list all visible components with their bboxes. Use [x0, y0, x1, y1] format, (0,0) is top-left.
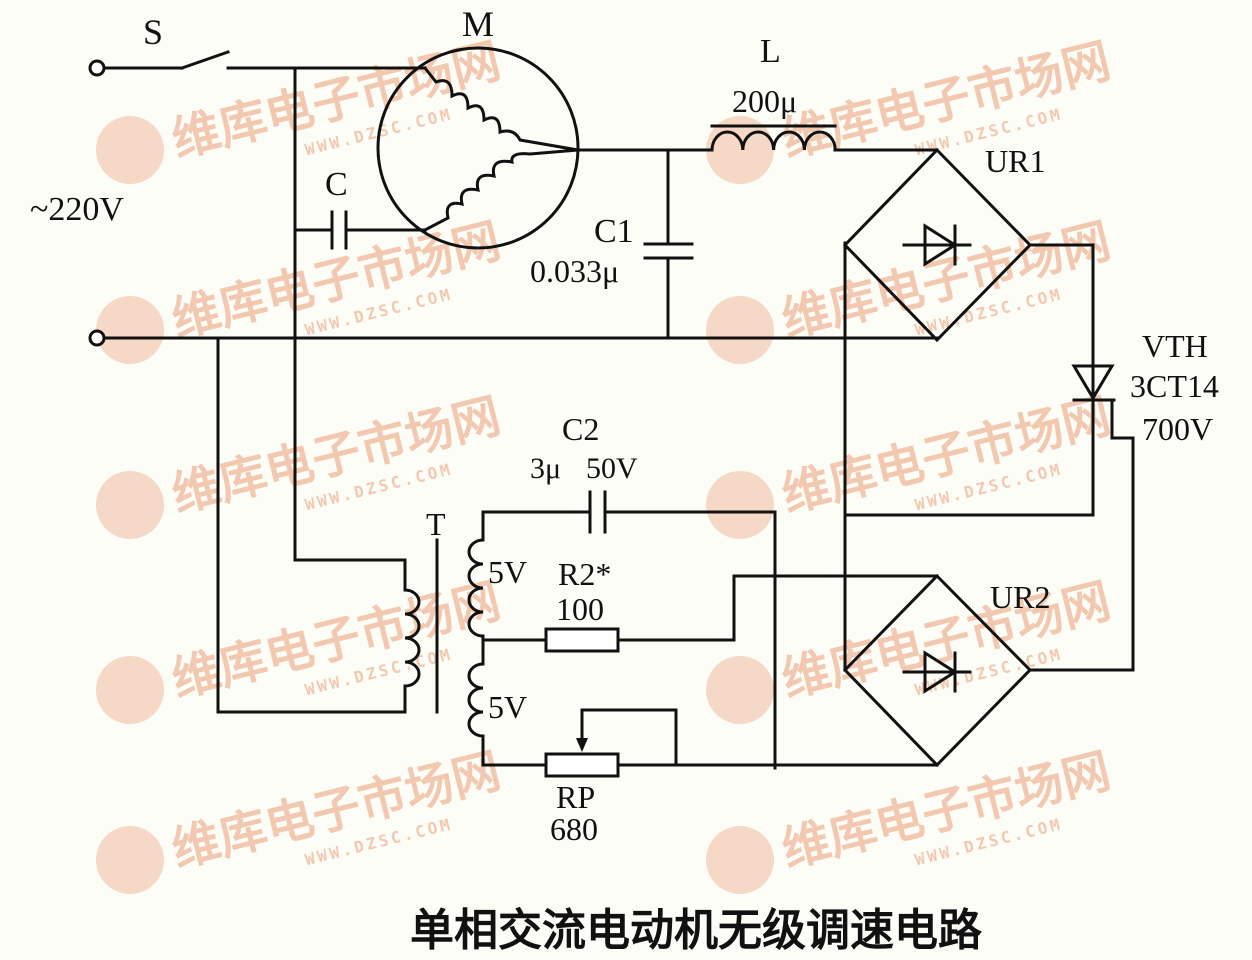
- switch-s-blade: [180, 50, 230, 70]
- watermark-logo-icon: [706, 296, 774, 364]
- watermark-logo-icon: [96, 826, 164, 894]
- label-rp-value: 680: [550, 811, 598, 847]
- label-bridge-ur2: UR2: [990, 579, 1050, 615]
- watermark-logo-icon: [96, 471, 164, 539]
- label-r2-value: 100: [556, 591, 604, 627]
- resistor-r2-icon: [544, 627, 620, 653]
- watermark-logo-icon: [96, 116, 164, 184]
- diode-triangle-icon: [923, 650, 958, 694]
- watermark-logo-icon: [706, 656, 774, 724]
- label-c2-voltage: 50V: [586, 452, 638, 485]
- watermark: 维库电子市场网 WWW.DZSC.COM: [96, 743, 506, 894]
- label-capacitor-c1: C1: [594, 213, 634, 250]
- label-source-voltage: ~220V: [30, 191, 124, 228]
- wire-rp-wiper-link: [580, 708, 678, 767]
- label-transformer: T: [426, 506, 446, 542]
- watermark-logo-icon: [706, 471, 774, 539]
- label-winding-lower: 5V: [488, 689, 527, 725]
- transformer-primary-coil-icon: [403, 558, 421, 714]
- watermark-logo-icon: [96, 656, 164, 724]
- label-motor: M: [462, 4, 494, 44]
- watermark-logo-icon: [706, 826, 774, 894]
- transformer-t: [403, 510, 485, 767]
- label-capacitor-c2: C2: [562, 411, 599, 447]
- label-c1-value: 0.033μ: [530, 253, 619, 289]
- diagram-caption: 单相交流电动机无级调速电路: [410, 905, 983, 956]
- potentiometer-wiper-icon: [576, 738, 588, 752]
- watermark: 维库电子市场网 WWW.DZSC.COM: [706, 388, 1116, 539]
- bridge-ur1: [842, 147, 1033, 343]
- label-resistor-r2: R2*: [558, 556, 611, 592]
- inductor-coil-icon: [710, 130, 837, 152]
- watermark: 维库电子市场网 WWW.DZSC.COM: [96, 573, 506, 724]
- wires: [102, 50, 1135, 770]
- motor-m: [376, 46, 580, 250]
- motor-winding-aux-icon: [422, 148, 580, 233]
- wire-c2-right: [603, 510, 777, 770]
- label-bridge-ur1: UR1: [985, 143, 1045, 179]
- diode-triangle-icon: [923, 223, 958, 267]
- capacitor-c1: [643, 242, 694, 260]
- watermark: 维库电子市场网 WWW.DZSC.COM: [706, 743, 1116, 894]
- capacitor-c: [330, 210, 348, 250]
- terminal-top-icon: [88, 59, 106, 77]
- watermark: 维库电子市场网 WWW.DZSC.COM: [706, 573, 1116, 724]
- potentiometer-body-icon: [544, 752, 620, 778]
- label-thyristor: VTH: [1142, 328, 1208, 364]
- label-winding-upper: 5V: [488, 554, 527, 590]
- watermark: 维库电子市场网 WWW.DZSC.COM: [96, 388, 506, 539]
- transformer-secondary-lower-icon: [467, 638, 485, 767]
- wire-transformer-primary-top: [293, 66, 407, 562]
- watermark-logo-icon: [96, 296, 164, 364]
- label-switch: S: [143, 12, 163, 52]
- bridge-ur2: [842, 573, 1033, 768]
- thyristor-vth: [1071, 364, 1116, 402]
- capacitor-c2: [588, 490, 607, 534]
- label-inductor: L: [760, 33, 781, 70]
- label-inductor-value: 200μ: [732, 83, 797, 119]
- inductor-l: [710, 124, 837, 152]
- label-c2-capacitance: 3μ: [530, 452, 561, 485]
- thyristor-triangle-icon: [1071, 364, 1115, 401]
- label-thyristor-voltage: 700V: [1142, 411, 1213, 447]
- motor-circle-icon: [376, 46, 580, 250]
- transformer-secondary-upper-icon: [467, 510, 485, 642]
- bridge-diamond-icon: [842, 573, 1033, 768]
- wire-transformer-primary-bottom: [216, 336, 407, 714]
- watermark: 维库电子市场网 WWW.DZSC.COM: [96, 213, 506, 364]
- label-capacitor-c: C: [325, 166, 348, 203]
- wire-r2-to-ur2: [616, 574, 939, 642]
- potentiometer-rp: [544, 738, 620, 778]
- terminal-bottom-icon: [88, 329, 106, 347]
- wire-vth-gate: [1028, 398, 1135, 672]
- watermark: 维库电子市场网 WWW.DZSC.COM: [706, 213, 1116, 364]
- label-potentiometer: RP: [556, 779, 595, 815]
- label-thyristor-model: 3CT14: [1130, 368, 1219, 404]
- bridge-diamond-icon: [842, 147, 1033, 343]
- motor-winding-main-icon: [422, 65, 580, 152]
- wire-ur1-to-vth: [1028, 243, 1095, 517]
